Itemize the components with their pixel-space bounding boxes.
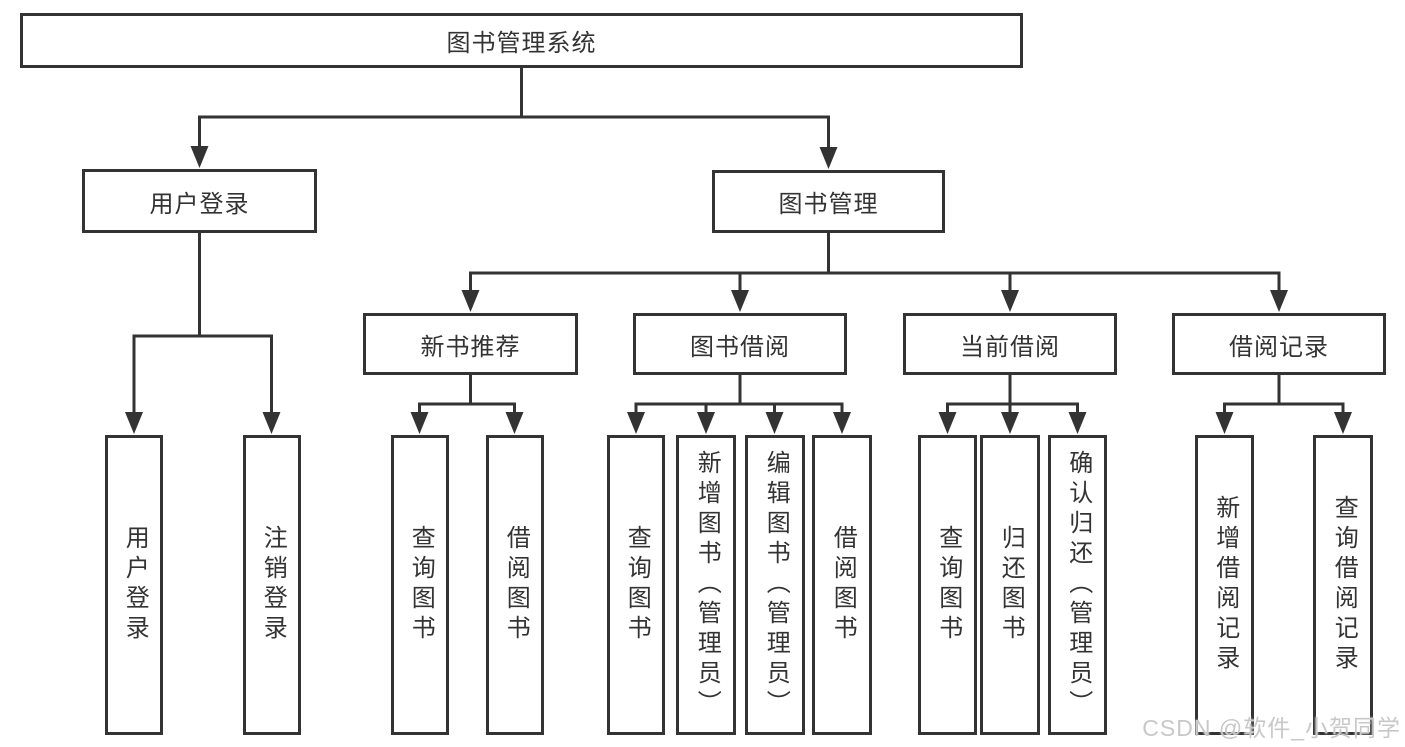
- leaf-add-borrow-record-label: 新增借阅记录: [1211, 495, 1239, 675]
- leaf-return-books: 归还图书: [980, 435, 1040, 735]
- leaf-logout: 注销登录: [243, 435, 301, 735]
- node-book-management: 图书管理: [712, 170, 945, 233]
- node-current-borrow-label: 当前借阅: [960, 333, 1060, 361]
- leaf-confirm-return-admin-label: 确认归还（管理员）: [1064, 450, 1092, 720]
- node-user-login: 用户登录: [82, 169, 317, 233]
- node-new-book-recommend-label: 新书推荐: [420, 333, 521, 361]
- leaf-query-books-current: 查询图书: [918, 435, 977, 735]
- leaf-confirm-return-admin: 确认归还（管理员）: [1048, 435, 1107, 735]
- node-root-system: 图书管理系统: [20, 13, 1023, 68]
- node-root-system-label: 图书管理系统: [446, 30, 597, 57]
- leaf-query-books-current-label: 查询图书: [934, 525, 962, 645]
- leaf-query-borrow-record-label: 查询借阅记录: [1330, 495, 1358, 675]
- leaf-query-books-borrow: 查询图书: [607, 435, 665, 735]
- leaf-user-login: 用户登录: [105, 435, 163, 735]
- node-book-borrow-label: 图书借阅: [690, 333, 790, 361]
- leaf-query-books-borrow-label: 查询图书: [623, 525, 651, 645]
- leaf-borrow-books: 借阅图书: [812, 435, 872, 735]
- node-book-management-label: 图书管理: [778, 191, 879, 218]
- leaf-edit-books-admin: 编辑图书（管理员）: [745, 435, 805, 735]
- leaf-query-books-recommend: 查询图书: [391, 435, 449, 735]
- node-book-borrow: 图书借阅: [633, 313, 847, 375]
- csdn-watermark: CSDN @软件_小贺同学: [1142, 715, 1401, 741]
- leaf-borrow-books-recommend: 借阅图书: [486, 435, 544, 735]
- leaf-logout-label: 注销登录: [259, 525, 287, 645]
- node-borrow-records: 借阅记录: [1172, 313, 1386, 375]
- leaf-query-borrow-record: 查询借阅记录: [1313, 435, 1373, 735]
- leaf-add-borrow-record: 新增借阅记录: [1195, 435, 1254, 735]
- leaf-borrow-books-label: 借阅图书: [829, 525, 857, 645]
- leaf-borrow-books-recommend-label: 借阅图书: [502, 525, 530, 645]
- leaf-user-login-label: 用户登录: [121, 525, 149, 645]
- leaf-query-books-recommend-label: 查询图书: [407, 525, 435, 645]
- node-borrow-records-label: 借阅记录: [1229, 333, 1329, 361]
- leaf-add-books-admin: 新增图书（管理员）: [676, 435, 736, 735]
- node-current-borrow: 当前借阅: [903, 313, 1117, 375]
- node-new-book-recommend: 新书推荐: [363, 313, 578, 375]
- leaf-add-books-admin-label: 新增图书（管理员）: [693, 450, 721, 720]
- leaf-return-books-label: 归还图书: [997, 525, 1025, 645]
- node-user-login-label: 用户登录: [149, 190, 250, 218]
- leaf-edit-books-admin-label: 编辑图书（管理员）: [762, 450, 790, 720]
